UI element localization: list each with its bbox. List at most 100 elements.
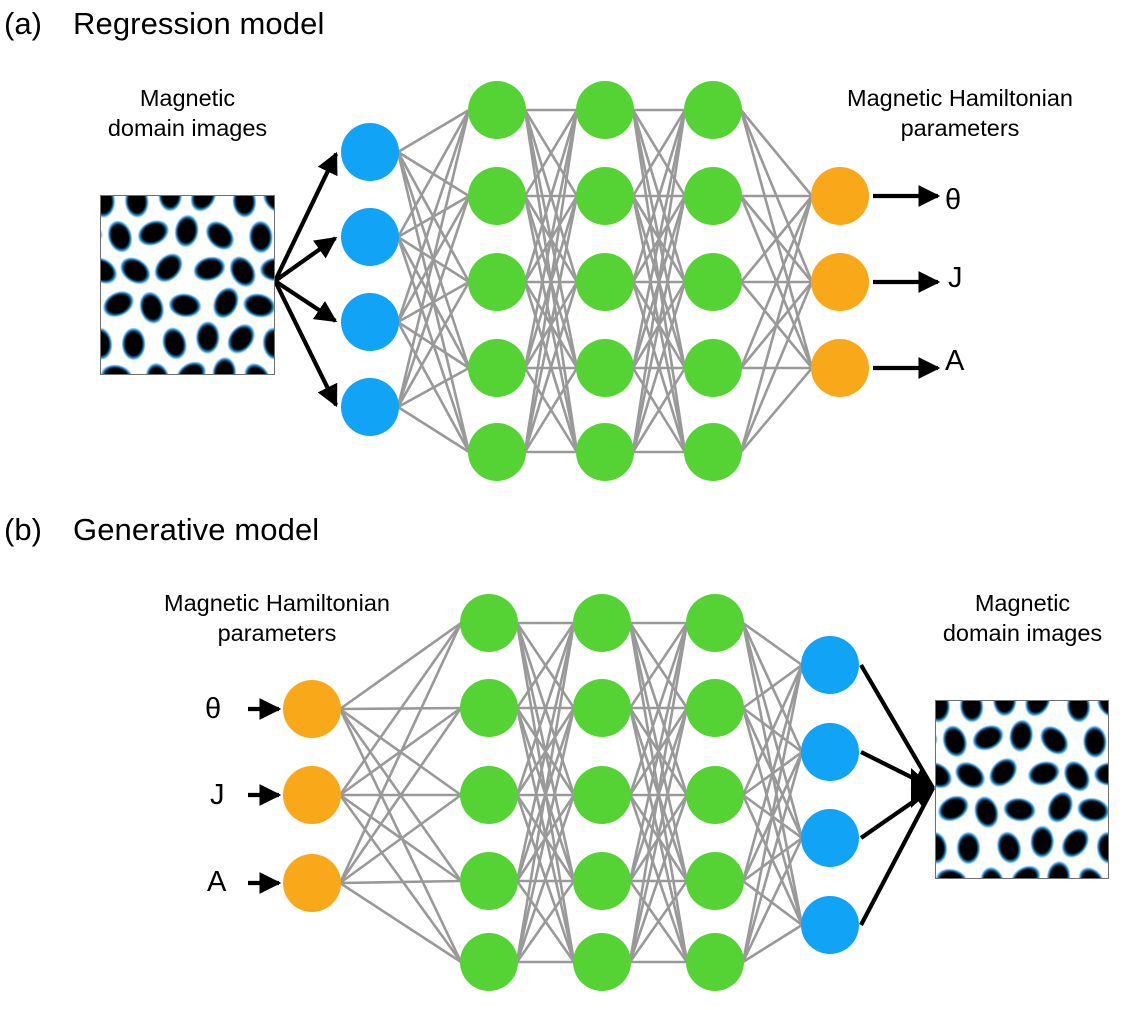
hidden-node-green	[460, 679, 518, 737]
image-to-input-arrow	[273, 236, 338, 283]
network-edge	[739, 281, 814, 369]
panel-a-input-caption: Magnetic domain images	[107, 85, 268, 142]
network-edge	[631, 367, 687, 453]
network-edge	[739, 195, 814, 283]
network-edge	[339, 793, 462, 883]
network-edge	[339, 793, 462, 885]
network-edge	[739, 195, 814, 453]
network-edge	[741, 707, 804, 926]
network-edge	[742, 621, 803, 667]
network-edge	[628, 707, 689, 796]
panel-a-title: Regression model	[73, 6, 325, 41]
network-edge	[396, 109, 471, 408]
network-edge	[523, 281, 579, 453]
network-edge	[628, 880, 689, 963]
magnetic-domain-image-input	[100, 195, 275, 375]
network-edge	[523, 281, 579, 369]
panel-b-input-caption: Magnetic Hamiltonian parameters	[164, 590, 390, 647]
hidden-node-green	[573, 594, 631, 652]
hidden-node-green	[686, 852, 744, 910]
network-edge	[741, 837, 804, 963]
network-edge	[338, 708, 463, 963]
network-edge	[741, 664, 804, 963]
network-edge	[515, 622, 576, 882]
network-edge	[515, 622, 576, 882]
hidden-node-green	[576, 339, 634, 397]
network-edge	[742, 879, 803, 927]
network-edge	[742, 663, 803, 710]
output-label-a: A	[945, 345, 965, 377]
nodes-panel-a	[341, 81, 869, 481]
network-edge	[397, 235, 470, 284]
network-edge	[741, 707, 804, 839]
network-edge	[741, 751, 804, 963]
arrows-panel-b	[248, 663, 935, 926]
edges-panel-a	[396, 108, 814, 454]
network-edge	[631, 195, 687, 283]
network-edge	[338, 622, 463, 884]
network-edge	[396, 151, 471, 283]
hidden-node-green	[573, 852, 631, 910]
convergence-arrowhead	[911, 768, 933, 808]
output-to-image-arrow-1	[860, 750, 935, 790]
output-node-blue	[801, 896, 859, 954]
network-edge	[739, 281, 814, 369]
network-edge	[339, 879, 462, 885]
output-to-image-line-3	[859, 787, 935, 926]
network-edge	[515, 707, 576, 796]
image-to-input-arrow	[273, 151, 339, 282]
network-edge	[742, 706, 803, 754]
network-edge	[523, 281, 579, 453]
hidden-node-green	[468, 167, 526, 225]
panel-b-tag: (b)	[4, 512, 42, 547]
network-edge	[515, 794, 576, 963]
network-edge	[515, 707, 576, 963]
network-edge	[523, 109, 579, 369]
network-edge	[515, 794, 576, 882]
hidden-node-green	[684, 81, 742, 139]
output-to-image-line-0	[859, 663, 935, 790]
image-to-input-arrow	[273, 279, 338, 323]
input-label-a: A	[207, 866, 227, 898]
hidden-node-green	[468, 81, 526, 139]
network-edge	[631, 195, 687, 453]
hidden-node-green	[576, 423, 634, 481]
network-edge	[628, 622, 689, 963]
network-edge	[741, 622, 804, 753]
hidden-node-green	[460, 852, 518, 910]
network-edge	[523, 195, 579, 453]
hidden-node-green	[460, 594, 518, 652]
network-edge	[338, 622, 463, 796]
network-edge	[631, 367, 687, 453]
edges-panel-b	[338, 621, 804, 964]
network-edge	[523, 109, 579, 453]
network-edge	[742, 793, 803, 840]
hidden-node-green	[468, 253, 526, 311]
network-edge	[628, 794, 689, 882]
network-edge	[396, 321, 471, 453]
network-edge	[628, 880, 689, 963]
magnetic-domain-canvas	[936, 701, 1108, 878]
network-edge	[631, 109, 687, 453]
network-edge	[628, 794, 689, 963]
network-edge	[396, 151, 471, 369]
panel-a-tag: (a)	[4, 6, 42, 41]
output-node-orange	[811, 339, 869, 397]
network-edge	[515, 707, 576, 796]
network-edge	[397, 405, 470, 454]
network-edge	[740, 367, 813, 453]
magnetic-domain-image-output	[935, 700, 1109, 879]
network-edge	[628, 707, 689, 796]
network-edge	[628, 622, 689, 796]
input-node-orange	[283, 854, 341, 912]
network-edge	[741, 794, 804, 926]
network-edge	[628, 622, 689, 882]
network-edge	[397, 320, 470, 370]
network-edge	[396, 195, 471, 323]
network-edge	[631, 195, 687, 369]
nodes-panel-b	[283, 594, 859, 991]
network-edge	[338, 707, 463, 884]
network-edge	[742, 836, 803, 883]
network-edge	[338, 708, 463, 882]
network-edge	[631, 195, 687, 369]
